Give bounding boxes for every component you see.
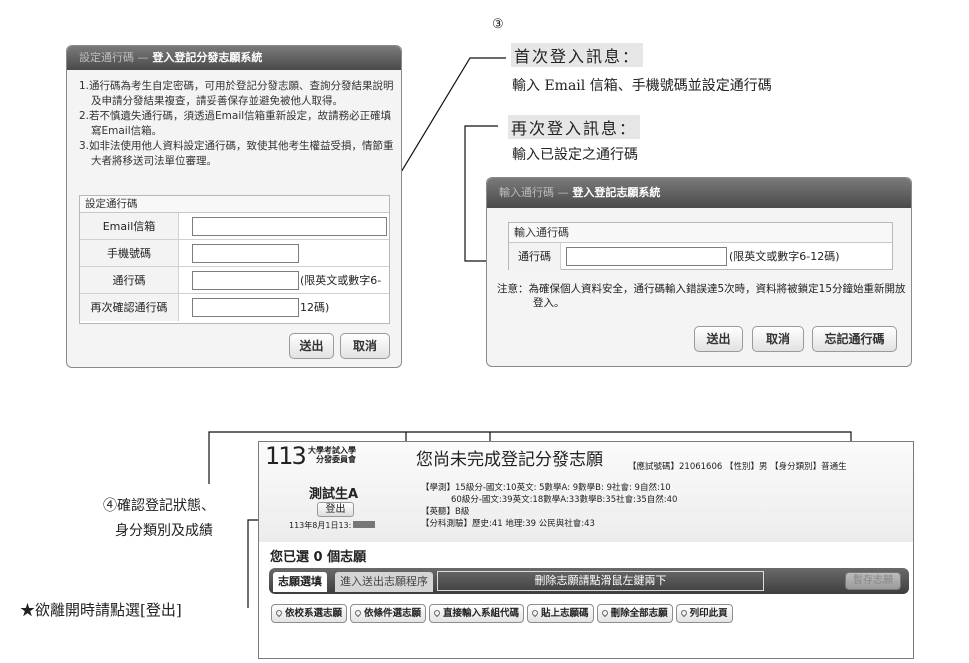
redacted-mark [353, 521, 376, 528]
passcode-input[interactable] [566, 247, 727, 266]
selected-count: 您已選 0 個志願 [270, 546, 366, 565]
selected-count-suffix: 個志願 [327, 550, 367, 565]
passcode-hint: (限英文或數字6-12碼) [729, 250, 840, 263]
enter-passcode-panel-header: 輸入通行碼 — 登入登記志願系統 [487, 178, 911, 208]
panel-header-section: 設定通行碼 — [79, 51, 149, 64]
phone-row: 手機號碼 [80, 240, 389, 267]
re-login-title: 再次登入訊息： [508, 115, 641, 139]
selected-count-prefix: 您已選 [270, 550, 310, 565]
submit-button[interactable]: 送出 [289, 333, 334, 359]
choice-toolbar: 依校系選志願 依條件選志願 直接輸入系組代碼 貼上志願碼 刪除全部志願 列印此頁 [271, 604, 736, 624]
form-caption: 設定通行碼 [80, 196, 389, 213]
step4-note-line1: ④確認登記狀態、 [103, 498, 215, 514]
email-row: Email信箱 [80, 213, 389, 240]
passcode-label: 通行碼 [80, 267, 179, 293]
login-time: 113年8月1日13: [289, 520, 376, 531]
score-line-gsat: 【學測】15級分-國文:10英文: 5數學A: 9數學B: 9社會: 9自然:1… [421, 483, 671, 493]
logo-org-line2: 分發委員會 [316, 455, 356, 464]
confirm-passcode-label: 再次確認通行碼 [80, 294, 179, 321]
set-passcode-panel-header: 設定通行碼 — 登入登記分發志願系統 [67, 46, 401, 70]
submit-button[interactable]: 送出 [694, 326, 743, 352]
logout-note: ★欲離開時請點選[登出] [20, 601, 182, 619]
form-caption: 輸入通行碼 [509, 223, 892, 243]
by-criteria-button[interactable]: 依條件選志願 [350, 604, 427, 623]
student-name: 測試生A [309, 487, 359, 502]
pin-icon [600, 608, 609, 618]
passcode-note-3: 3.如非法使用他人資料設定通行碼，致使其他考生權益受損，情節重大者將移送司法單位… [79, 140, 394, 167]
cancel-button[interactable]: 取消 [340, 333, 390, 359]
forgot-passcode-button[interactable]: 忘記通行碼 [812, 326, 897, 352]
first-login-description: 輸入 Email 信箱、手機號碼並設定通行碼 [512, 78, 772, 94]
panel-header-title: 登入登記分發志願系統 [152, 51, 263, 64]
by-school-label: 依校系選志願 [285, 608, 343, 619]
tab-fill-choices[interactable]: 志願選填 [273, 572, 327, 592]
step4-note-line2: 身分類別及成績 [115, 523, 213, 539]
email-label: Email信箱 [80, 213, 179, 239]
score-summary: 【學測】15級分-國文:10英文: 5數學A: 9數學B: 9社會: 9自然:1… [421, 482, 677, 530]
paste-code-label: 貼上志願碼 [541, 608, 589, 619]
logo-org-line1: 大學考試入學 [308, 446, 356, 455]
by-criteria-label: 依條件選志願 [364, 608, 422, 619]
paste-code-button[interactable]: 貼上志願碼 [527, 604, 594, 623]
tab-submit-choices[interactable]: 進入送出志願程序 [335, 572, 433, 592]
panel-header-title: 登入登記志願系統 [572, 186, 661, 199]
logo-number: 113 [265, 442, 307, 470]
delete-hint-area[interactable]: 刪除志願請點滑鼠左鍵兩下 [437, 571, 764, 591]
print-page-label: 列印此頁 [689, 608, 728, 619]
delete-all-button[interactable]: 刪除全部志願 [596, 604, 673, 623]
passcode-notes: 1.通行碼為考生自定密碼，可用於登記分發志願、查詢分發結果說明及申請分發結果複查… [79, 79, 397, 169]
email-input[interactable] [192, 217, 387, 236]
logout-button[interactable]: 登出 [317, 502, 354, 517]
score-line-listening: 【英聽】B級 [421, 507, 470, 517]
panel-header-section: 輸入通行碼 — [499, 186, 569, 199]
selected-count-number: 0 [313, 550, 323, 565]
enter-passcode-panel: 輸入通行碼 — 登入登記志願系統 輸入通行碼 通行碼 (限英文或數字6-12碼)… [486, 177, 912, 367]
phone-input[interactable] [192, 244, 299, 263]
passcode-note-1: 1.通行碼為考生自定密碼，可用於登記分發志願、查詢分發結果說明及申請分發結果複查… [79, 80, 394, 107]
set-passcode-panel: 設定通行碼 — 登入登記分發志願系統 1.通行碼為考生自定密碼，可用於登記分發志… [66, 45, 402, 368]
step3-marker: ③ [492, 17, 504, 32]
passcode-row: 通行碼 (限英文或數字6-12碼) [509, 243, 892, 270]
pin-icon [530, 608, 540, 618]
phone-label: 手機號碼 [80, 240, 179, 266]
pin-icon [432, 608, 442, 618]
save-draft-button[interactable]: 暫存志願 [845, 572, 901, 590]
passcode-row: 通行碼 (限英文或數字6-12碼) [80, 267, 389, 314]
logo-org: 大學考試入學 分發委員會 [306, 446, 356, 464]
score-line-subject: 【分科測驗】歷史:41 地理:39 公民與社會:43 [421, 519, 595, 529]
passcode-hint: (限英文或數字6-12碼) [300, 274, 382, 314]
passcode-note-2: 2.若不慎遺失通行碼，須透過Email信箱重新設定，故請務必正確填寫Email信… [79, 110, 392, 137]
pin-icon [679, 608, 688, 618]
application-screen: 113 大學考試入學 分發委員會 您尚未完成登記分發志願 【應試號碼】21061… [258, 441, 914, 659]
exam-info: 【應試號碼】21061606 【性別】男 【身分類別】普通生 [628, 462, 847, 472]
pin-icon [353, 608, 363, 618]
enter-code-label: 直接輸入系組代碼 [443, 608, 520, 619]
choice-tabbar: 志願選填 進入送出志願程序 刪除志願請點滑鼠左鍵兩下 暫存志願 [269, 568, 909, 594]
re-login-description: 輸入已設定之通行碼 [512, 147, 638, 163]
enter-code-button[interactable]: 直接輸入系組代碼 [429, 604, 525, 623]
app-header: 113 大學考試入學 分發委員會 您尚未完成登記分發志願 【應試號碼】21061… [259, 442, 913, 542]
set-passcode-form: 設定通行碼 Email信箱 手機號碼 通行碼 (限英文或數字6-12碼) 再次確… [79, 195, 390, 324]
passcode-label: 通行碼 [509, 243, 561, 270]
first-login-title: 首次登入訊息： [511, 43, 644, 67]
enter-passcode-form: 輸入通行碼 通行碼 (限英文或數字6-12碼) [508, 222, 893, 270]
passcode-input[interactable] [192, 271, 299, 290]
lockout-notice: 注意：為確保個人資料安全，通行碼輸入錯誤達5次時，資料將被鎖定15分鐘始重新開放… [497, 283, 906, 309]
login-time-text: 113年8月1日13: [289, 521, 352, 530]
delete-all-label: 刪除全部志願 [610, 608, 668, 619]
confirm-passcode-input[interactable] [192, 298, 299, 317]
by-school-button[interactable]: 依校系選志願 [271, 604, 348, 623]
print-page-button[interactable]: 列印此頁 [675, 604, 733, 623]
cancel-button[interactable]: 取消 [752, 326, 804, 352]
score-line-gsat-total: 60級分-國文:39英文:18數學A:33數學B:35社會:35自然:40 [451, 495, 678, 505]
confirm-passcode-row: 再次確認通行碼 [80, 294, 389, 321]
pin-icon [274, 608, 284, 618]
registration-status: 您尚未完成登記分發志願 [416, 450, 603, 470]
